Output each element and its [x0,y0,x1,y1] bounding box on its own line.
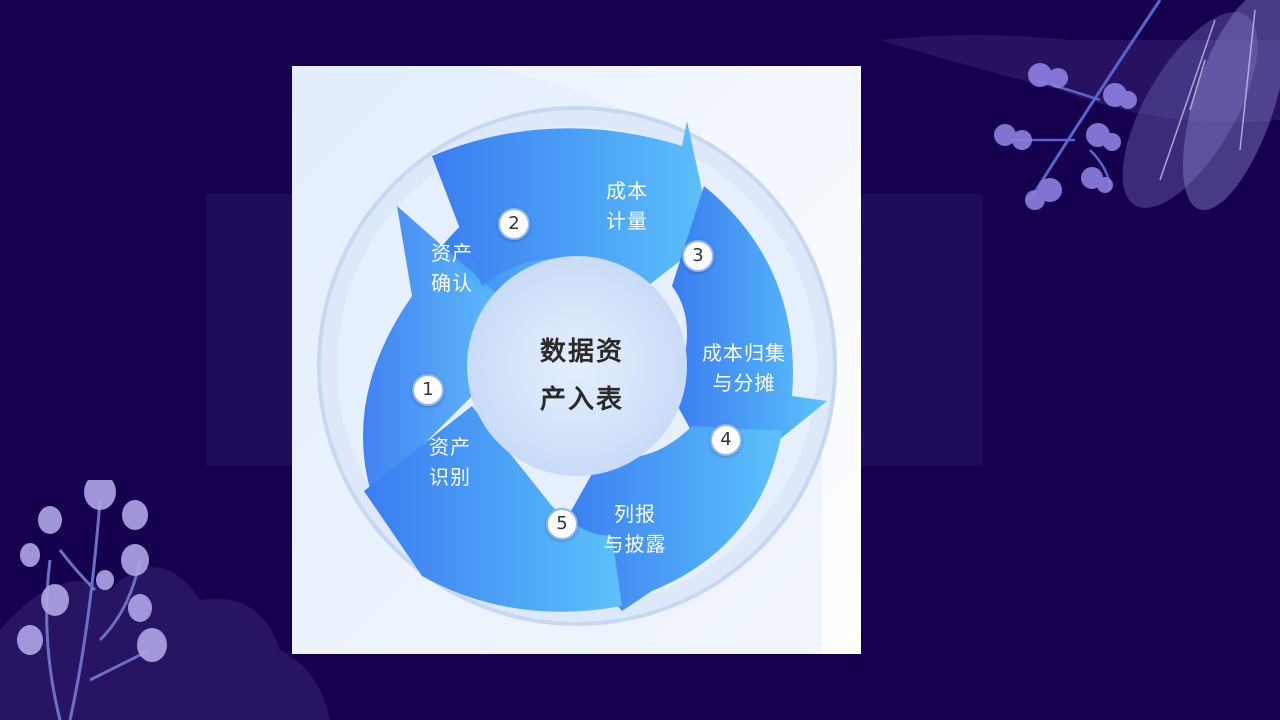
step-5-label: 列报 与披露 [603,502,667,556]
step-4-number: 4 [710,424,742,456]
step-2-number: 2 [498,208,530,240]
step-1-label: 资产 识别 [429,435,471,489]
step-1-number: 1 [412,374,444,406]
leaf-branch-decoration-top-right [880,0,1280,211]
step-4-label: 成本归集 与分摊 [702,341,786,395]
step-3-label: 成本 计量 [606,179,648,233]
center-label: 数据资 产入表 [539,337,624,415]
step-2-label: 资产 确认 [431,241,473,295]
step-3-number: 3 [682,240,714,272]
process-cycle-diagram: 数据资 产入表 资产 确认 成本 计量 成本归集 与分摊 列报 与披露 资产 识… [292,66,861,654]
step-5-number: 5 [546,508,578,540]
flower-branch-decoration-bottom-left [0,480,330,720]
